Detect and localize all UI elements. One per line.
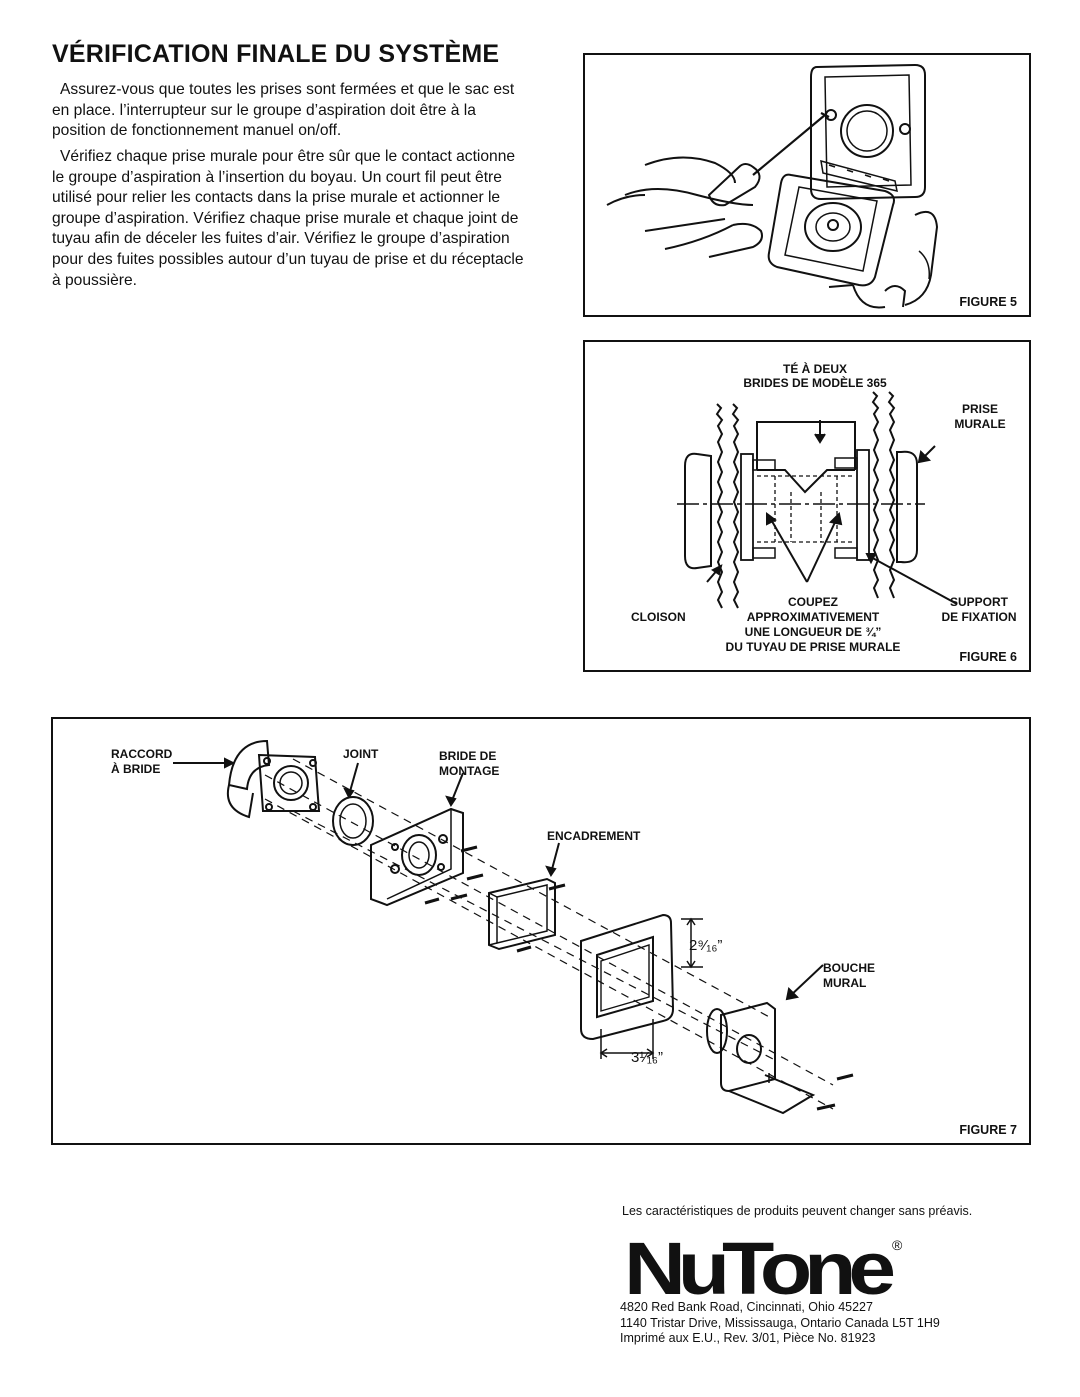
nutone-logo-mark: NuTone ® <box>624 1227 903 1310</box>
label-coupez-line2: APPROXIMATIVEMENT <box>746 610 880 624</box>
figure-7-illustration <box>173 739 854 1115</box>
paragraph-system-check: Assurez-vous que toutes les prises sont … <box>52 81 515 140</box>
logo-word: NuTone <box>624 1232 894 1298</box>
label-raccord-line1: RACCORD <box>111 747 173 761</box>
address-line: 1140 Tristar Drive, Mississauga, Ontario… <box>620 1315 940 1330</box>
notice-text: Les caractéristiques de produits peuvent… <box>622 1204 973 1218</box>
label-bride-line1: BRIDE DE <box>439 749 497 763</box>
label-support-line2: DE FIXATION <box>941 610 1017 624</box>
label-bouche-line1: BOUCHE <box>823 961 876 975</box>
figure-6: TÉ À DEUX BRIDES DE MODÈLE 365 PRISE MUR… <box>583 340 1031 672</box>
label-coupez-line4: DU TUYAU DE PRISE MURALE <box>725 640 901 654</box>
label-encadrement: ENCADREMENT <box>547 829 641 843</box>
label-raccord-line2: À BRIDE <box>111 762 161 776</box>
label-prise-line2: MURALE <box>954 417 1006 431</box>
label-coupez-line3: UNE LONGUEUR DE ¾” <box>744 625 882 639</box>
label-cloison: CLOISON <box>631 610 686 624</box>
label-coupez-line1: COUPEZ <box>787 595 838 609</box>
figure-5: FIGURE 5 <box>583 53 1031 317</box>
figure-7-caption: FIGURE 7 <box>959 1123 1017 1137</box>
paragraph-inlet-check: Vérifiez chaque prise murale pour être s… <box>52 148 524 289</box>
label-support-line1: SUPPORT <box>949 595 1008 609</box>
label-dim-height: 2⁹⁄₁₆” <box>689 937 723 954</box>
label-te-line2: BRIDES DE MODÈLE 365 <box>743 376 887 390</box>
logo-registered-mark: ® <box>892 1237 903 1253</box>
print-info-line: Imprimé aux E.U., Rev. 3/01, Pièce No. 8… <box>620 1331 876 1345</box>
label-dim-width: 3¹⁄₁₆” <box>631 1049 663 1066</box>
address-line: 4820 Red Bank Road, Cincinnati, Ohio 452… <box>620 1300 873 1314</box>
label-bouche-line2: MURAL <box>823 976 867 990</box>
figure-7: RACCORD À BRIDE JOINT BRIDE DE MONTAGE E… <box>51 717 1031 1145</box>
figure-6-caption: FIGURE 6 <box>959 650 1017 664</box>
label-prise-line1: PRISE <box>961 402 998 416</box>
page-title: VÉRIFICATION FINALE DU SYSTÈME <box>52 40 500 68</box>
label-bride-line2: MONTAGE <box>439 764 500 778</box>
nutone-logo: NuTone ® <box>624 1227 924 1310</box>
figure-5-caption: FIGURE 5 <box>959 295 1017 309</box>
label-te-line1: TÉ À DEUX <box>782 362 847 376</box>
figure-5-illustration <box>606 63 939 309</box>
label-joint: JOINT <box>343 747 379 761</box>
figure-6-illustration <box>677 391 958 609</box>
address-block: 4820 Red Bank Road, Cincinnati, Ohio 452… <box>620 1300 940 1347</box>
